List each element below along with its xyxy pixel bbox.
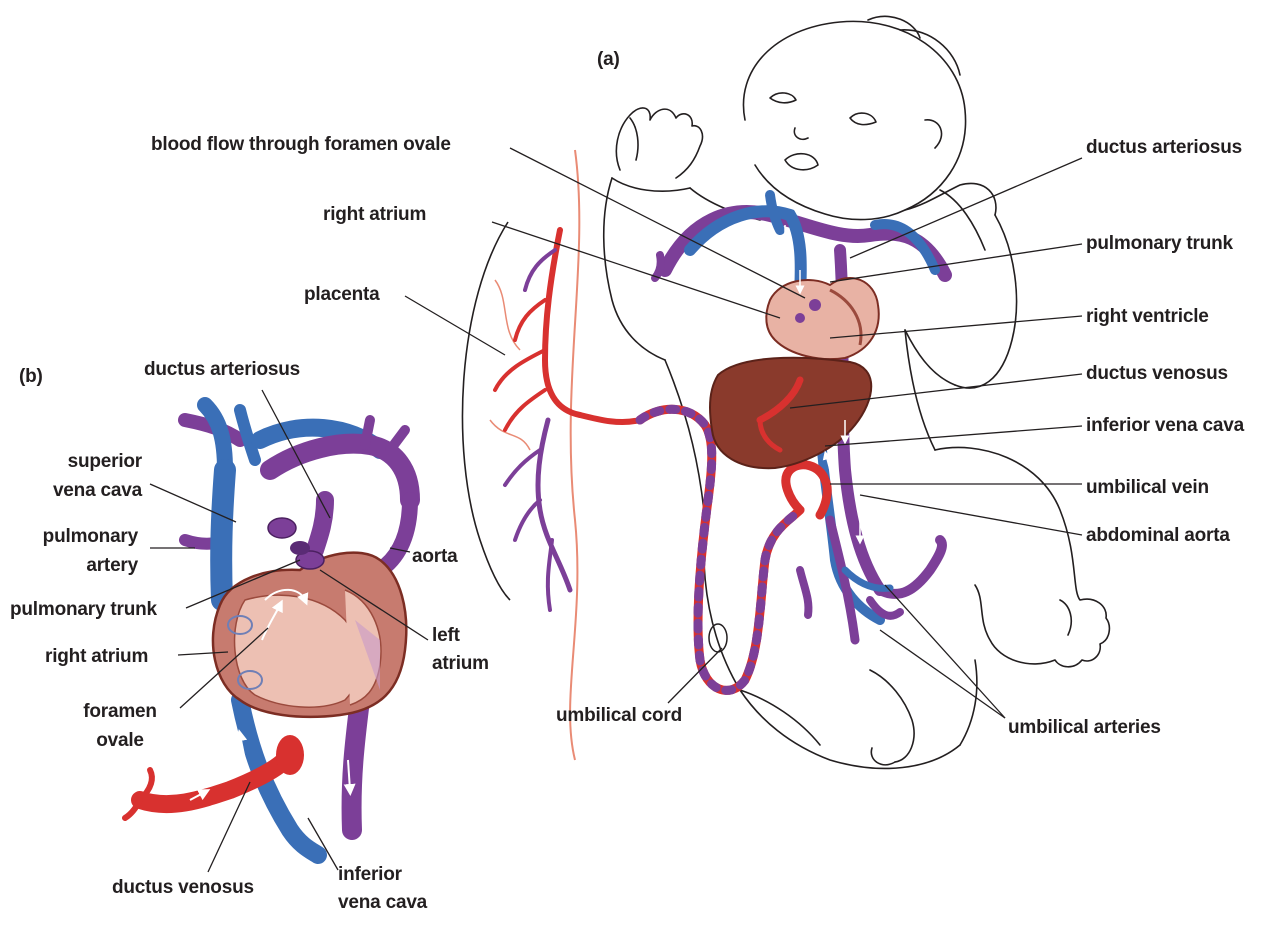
panel-b-tag: (b) (19, 366, 43, 387)
label-pulmonary-trunk-b: pulmonary trunk (10, 599, 157, 620)
heart-detail (122, 397, 420, 864)
label-foramen-flow: blood flow through foramen ovale (151, 134, 451, 155)
flow-arrows-b (189, 478, 394, 801)
label-ductus-arteriosus-b: ductus arteriosus (144, 359, 301, 380)
label-inferior-vena-cava-a: inferior vena cava (1086, 415, 1244, 436)
label-right-atrium-a: right atrium (323, 204, 427, 225)
label-abdominal-aorta: abdominal aorta (1086, 525, 1230, 546)
label-foramen-ovale-line1: foramen (83, 701, 157, 722)
label-foramen-ovale-line2: ovale (96, 730, 144, 751)
label-umbilical-vein: umbilical vein (1086, 477, 1209, 498)
fetal-heart (765, 276, 880, 361)
flow-arrows-a (780, 225, 865, 545)
label-aorta: aorta (412, 546, 458, 567)
label-superior-vena-cava-line2: vena cava (52, 480, 142, 501)
label-ductus-venosus-b: ductus venosus (112, 877, 254, 898)
label-inferior-vena-cava-b-line2: vena cava (338, 892, 428, 913)
label-umbilical-cord: umbilical cord (556, 705, 683, 726)
label-ductus-venosus-a: ductus venosus (1086, 363, 1228, 384)
label-ductus-arteriosus-a: ductus arteriosus (1086, 137, 1243, 158)
label-pulmonary-trunk-a: pulmonary trunk (1086, 233, 1233, 254)
label-inferior-vena-cava-b-line1: inferior (338, 864, 402, 885)
leader-lines (149, 147, 1083, 873)
placenta-arc (461, 221, 511, 601)
label-superior-vena-cava-line1: superior (67, 451, 143, 472)
label-pulmonary-artery-line1: pulmonary (42, 526, 139, 547)
panel-a-tag: (a) (597, 49, 620, 70)
label-pulmonary-artery-line2: artery (86, 555, 138, 576)
placenta-outline-vessel (569, 149, 581, 761)
label-left-atrium-line2: atrium (432, 653, 489, 674)
placental-vessels (493, 227, 643, 612)
label-right-ventricle: right ventricle (1086, 306, 1209, 327)
label-right-atrium-b: right atrium (45, 646, 149, 667)
label-placenta: placenta (304, 284, 380, 305)
label-umbilical-arteries: umbilical arteries (1008, 717, 1161, 738)
label-left-atrium-line1: left (432, 625, 460, 646)
